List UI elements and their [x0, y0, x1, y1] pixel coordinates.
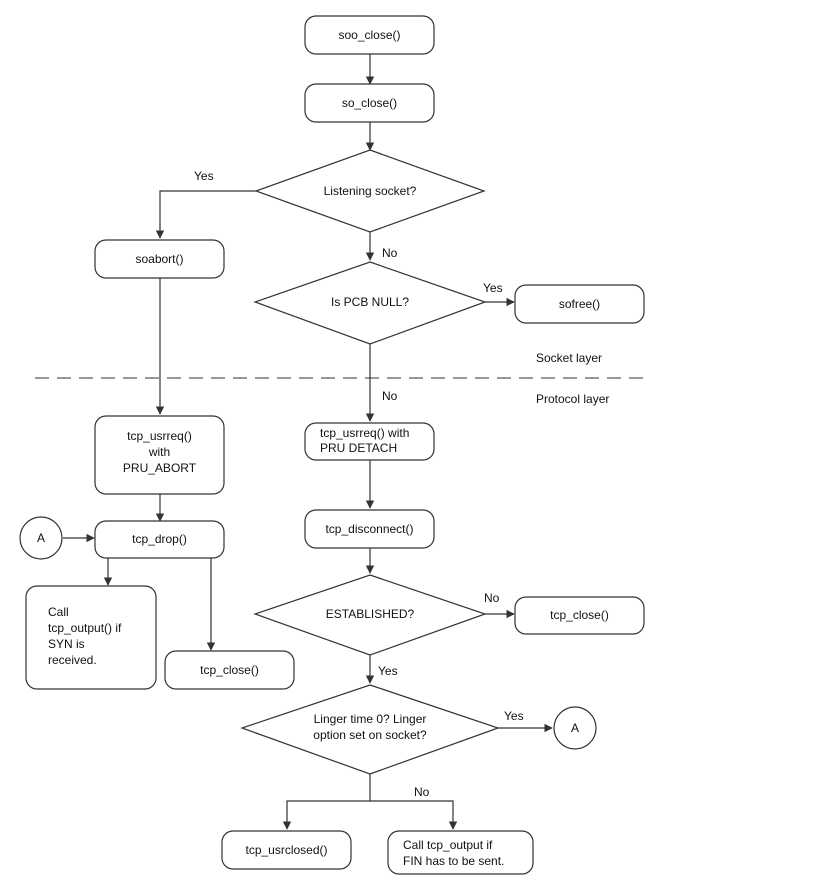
decision-pcb-null: Is PCB NULL?: [253, 261, 487, 345]
node-tcp-usrreq-abort: tcp_usrreq() with PRU_ABORT: [94, 415, 225, 495]
svg-text:tcp_usrreq(): tcp_usrreq(): [127, 429, 192, 443]
svg-text:with: with: [148, 445, 170, 459]
edges: [63, 54, 553, 830]
decision-linger: Linger time 0? Linger option set on sock…: [240, 684, 500, 775]
connector-a-right: A: [553, 706, 597, 750]
label-linger-no: No: [414, 785, 430, 799]
node-tcp-close-left: tcp_close(): [164, 650, 295, 690]
svg-text:Call: Call: [48, 605, 69, 619]
svg-text:Linger time 0? Linger: Linger time 0? Linger: [314, 712, 427, 726]
svg-text:Call tcp_output if: Call tcp_output if: [403, 838, 493, 852]
svg-text:PRU_ABORT: PRU_ABORT: [123, 461, 197, 475]
node-call-tcp-output-fin: Call tcp_output if FIN has to be sent.: [387, 830, 534, 875]
svg-text:PRU DETACH: PRU DETACH: [320, 441, 397, 455]
label-linger-yes: Yes: [504, 709, 524, 723]
node-tcp-usrreq-detach: tcp_usrreq() with PRU DETACH: [304, 422, 435, 461]
edge-listening-yes: [155, 190, 256, 239]
svg-text:FIN has to be sent.: FIN has to be sent.: [403, 854, 504, 868]
svg-text:ESTABLISHED?: ESTABLISHED?: [326, 607, 415, 621]
svg-text:SYN is: SYN is: [48, 637, 85, 651]
svg-text:so_close(): so_close(): [342, 96, 397, 110]
edge-linger-no-right: [370, 800, 458, 830]
svg-text:tcp_close(): tcp_close(): [550, 608, 609, 622]
svg-text:tcp_close(): tcp_close(): [200, 663, 259, 677]
svg-text:soo_close(): soo_close(): [338, 28, 400, 42]
svg-text:Listening socket?: Listening socket?: [324, 184, 417, 198]
socket-layer-label: Socket layer: [536, 351, 602, 365]
svg-text:tcp_usrreq() with: tcp_usrreq() with: [320, 426, 409, 440]
protocol-layer-label: Protocol layer: [536, 392, 609, 406]
decision-established: ESTABLISHED?: [253, 574, 487, 656]
label-established-no: No: [484, 591, 500, 605]
node-tcp-disconnect: tcp_disconnect(): [304, 509, 435, 549]
svg-text:Is PCB NULL?: Is PCB NULL?: [331, 295, 409, 309]
node-soabort: soabort(): [94, 239, 225, 279]
svg-text:tcp_usrclosed(): tcp_usrclosed(): [245, 843, 327, 857]
svg-text:received.: received.: [48, 653, 97, 667]
label-listening-yes: Yes: [194, 169, 214, 183]
svg-text:sofree(): sofree(): [559, 297, 600, 311]
label-pcb-yes: Yes: [483, 281, 503, 295]
decision-listening-socket: Listening socket?: [254, 149, 486, 233]
node-so-close: so_close(): [304, 83, 435, 123]
svg-text:soabort(): soabort(): [135, 252, 183, 266]
label-pcb-no: No: [382, 389, 398, 403]
label-listening-no: No: [382, 246, 398, 260]
connector-a-left: A: [19, 516, 63, 560]
node-tcp-close-right: tcp_close(): [514, 596, 645, 635]
node-soo-close: soo_close(): [304, 15, 435, 55]
svg-text:A: A: [571, 721, 579, 735]
svg-text:tcp_disconnect(): tcp_disconnect(): [325, 522, 413, 536]
node-tcp-usrclosed: tcp_usrclosed(): [221, 830, 352, 870]
label-established-yes: Yes: [378, 664, 398, 678]
node-call-tcp-output-syn: Call tcp_output() if SYN is received.: [25, 585, 157, 690]
svg-text:tcp_drop(): tcp_drop(): [132, 532, 187, 546]
node-tcp-drop: tcp_drop(): [94, 520, 225, 559]
svg-text:tcp_output() if: tcp_output() if: [48, 621, 122, 635]
node-sofree: sofree(): [514, 284, 645, 324]
svg-text:option set on socket?: option set on socket?: [313, 728, 427, 742]
svg-text:A: A: [37, 531, 45, 545]
edge-linger-no-left: [282, 774, 371, 830]
